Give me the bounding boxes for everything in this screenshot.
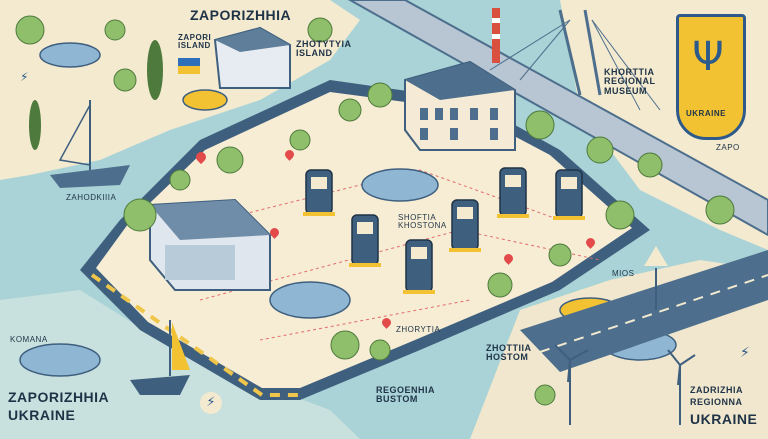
label-bottom-left-city: ZAPORIZHHIA — [8, 389, 110, 405]
flag-icon — [178, 58, 200, 74]
label-bottom-right-1: ZADRIZHIA — [690, 385, 743, 395]
label-bank-left: ZAHODKIIIA — [66, 193, 117, 202]
label-left-water: KOMANA — [10, 335, 48, 344]
bolt-icon: ⚡ — [20, 70, 29, 84]
label-bottom-right-3: UKRAINE — [690, 411, 758, 427]
label-bottom-right-2: REGIONNA — [690, 397, 743, 407]
label-zapo-small: ZAPO — [716, 143, 740, 152]
label-center-bottom-2: REGOENHIA BUSTOM — [376, 385, 436, 405]
warning-sign-icon — [644, 246, 668, 266]
label-city-top: ZAPORIZHHIA — [190, 7, 292, 23]
label-museum: KHORTTIA REGIONAL MUSEUM — [604, 67, 656, 96]
trident-shape: Ψ — [692, 34, 724, 80]
emblem-caption: UKRAINE — [686, 109, 726, 118]
trident-emblem-icon — [676, 14, 746, 140]
label-right-road: MIOS — [612, 269, 635, 278]
label-khortytsia-island: ZHOTYTYIA ISLAND — [296, 39, 352, 59]
bolt-icon: ⚡ — [740, 345, 750, 361]
bolt-icon: ⚡ — [200, 392, 222, 414]
label-center-bottom-1: ZHOTTIIA HOSTOM — [486, 343, 532, 363]
label-lot-sign: ZHORYTIA — [396, 325, 441, 334]
label-center-station: SHOFTIA KHOSTONA — [398, 213, 447, 231]
label-zapori-island: ZAPORI ISLAND — [178, 33, 212, 51]
charger-group — [303, 167, 585, 294]
label-bottom-left-country: UKRAINE — [8, 407, 76, 423]
